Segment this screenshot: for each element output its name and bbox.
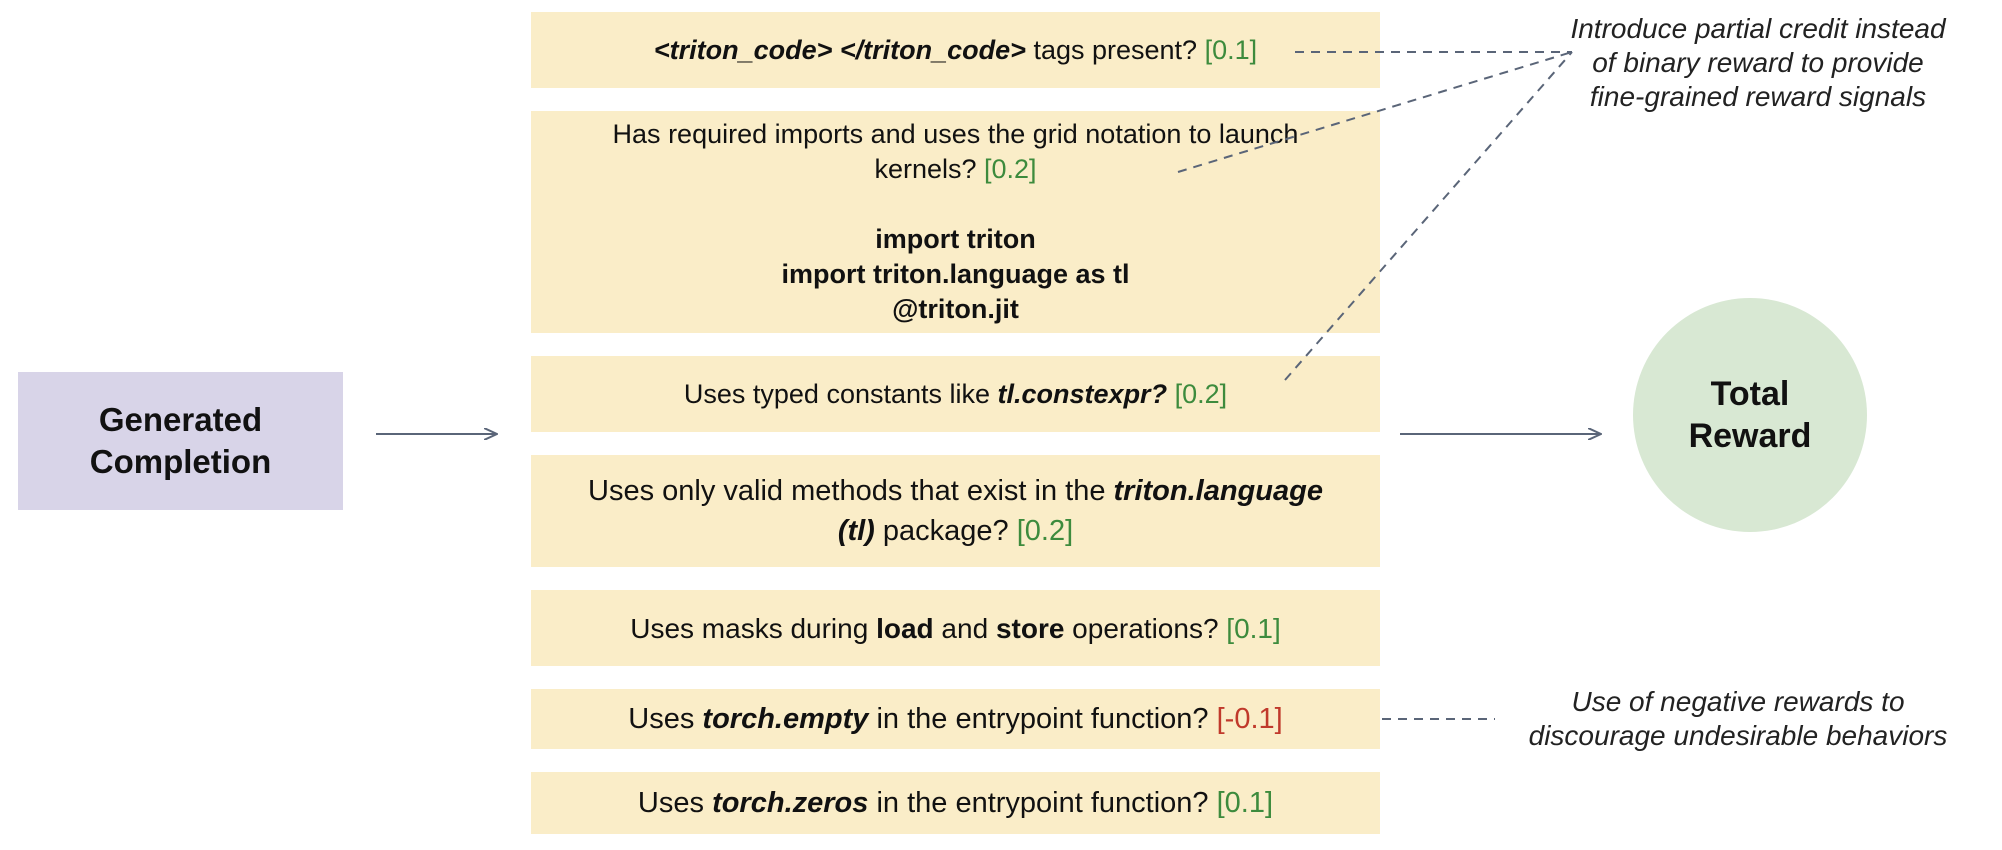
criterion-valid-methods-pre: Uses only valid methods that exist in th…: [588, 475, 1114, 507]
criterion-torch-zeros-post: in the entrypoint function?: [868, 786, 1217, 819]
code-import-triton-language: import triton.language as tl: [781, 259, 1130, 289]
code-triton-jit: @triton.jit: [892, 294, 1019, 324]
criterion-constexpr-pre: Uses typed constants like: [683, 378, 998, 409]
note-partial-line2: of binary reward to provide: [1592, 47, 1924, 78]
criterion-torch-zeros: Uses torch.zeros in the entrypoint funct…: [531, 772, 1380, 834]
criterion-torch-empty: Uses torch.empty in the entrypoint funct…: [531, 689, 1380, 749]
criterion-torch-empty-pre: Uses: [628, 702, 703, 735]
criterion-torch-empty-score: [-0.1]: [1216, 702, 1283, 735]
criterion-tags-code: <triton_code> </triton_code>: [653, 34, 1026, 65]
criterion-valid-methods-code: triton.language: [1113, 475, 1323, 507]
criterion-valid-methods-score: [0.2]: [1016, 515, 1074, 547]
criterion-imports-score: [0.2]: [984, 154, 1037, 184]
criterion-valid-methods-code2: (tl): [837, 515, 875, 547]
criterion-torch-zeros-code: torch.zeros: [712, 786, 869, 819]
criterion-masks-load: load: [876, 612, 934, 644]
dashed-connector-constexpr: [1284, 51, 1573, 381]
criterion-masks-pre: Uses masks during: [630, 612, 877, 644]
note-partial-line3: fine-grained reward signals: [1589, 81, 1927, 112]
criterion-masks-mid: and: [933, 612, 996, 644]
note-negative-rewards: Use of negative rewards to discourage un…: [1488, 685, 1988, 753]
criterion-torch-zeros-score: [0.1]: [1216, 786, 1274, 819]
criterion-imports-line1: Has required imports and uses the grid n…: [612, 119, 1299, 149]
generated-completion-line1: Generated: [98, 401, 263, 438]
criterion-tags-score: [0.1]: [1204, 34, 1258, 65]
criterion-masks: Uses masks during load and store operati…: [531, 590, 1380, 666]
note-partial-credit: Introduce partial credit instead of bina…: [1538, 12, 1978, 114]
criterion-masks-score: [0.1]: [1226, 612, 1281, 644]
criterion-constexpr: Uses typed constants like tl.constexpr? …: [531, 356, 1380, 432]
dashed-connector-imports: [1177, 51, 1573, 173]
note-negative-line2: discourage undesirable behaviors: [1528, 720, 1948, 751]
criterion-tags-text: tags present?: [1025, 34, 1205, 65]
criterion-torch-empty-post: in the entrypoint function?: [868, 702, 1217, 735]
note-partial-line1: Introduce partial credit instead: [1570, 13, 1946, 44]
generated-completion-box: Generated Completion: [18, 372, 343, 510]
criterion-imports-line2: kernels?: [874, 154, 984, 184]
criterion-constexpr-code: tl.constexpr?: [997, 378, 1168, 409]
note-negative-line1: Use of negative rewards to: [1571, 686, 1905, 717]
generated-completion-line2: Completion: [89, 443, 272, 480]
code-import-triton: import triton: [875, 224, 1036, 254]
criterion-constexpr-score: [0.2]: [1174, 378, 1228, 409]
total-reward-circle: Total Reward: [1633, 298, 1867, 532]
criterion-torch-zeros-pre: Uses: [637, 786, 713, 819]
criterion-masks-store: store: [995, 612, 1065, 644]
criterion-valid-methods-post: package?: [874, 515, 1017, 547]
criterion-tags: <triton_code> </triton_code> tags presen…: [531, 12, 1380, 88]
criterion-masks-post: operations?: [1064, 612, 1227, 644]
total-reward-line1: Total: [1710, 375, 1790, 413]
criterion-imports: Has required imports and uses the grid n…: [531, 111, 1380, 333]
total-reward-line2: Reward: [1688, 417, 1812, 455]
criterion-valid-methods: Uses only valid methods that exist in th…: [531, 455, 1380, 567]
criterion-torch-empty-code: torch.empty: [702, 702, 869, 735]
